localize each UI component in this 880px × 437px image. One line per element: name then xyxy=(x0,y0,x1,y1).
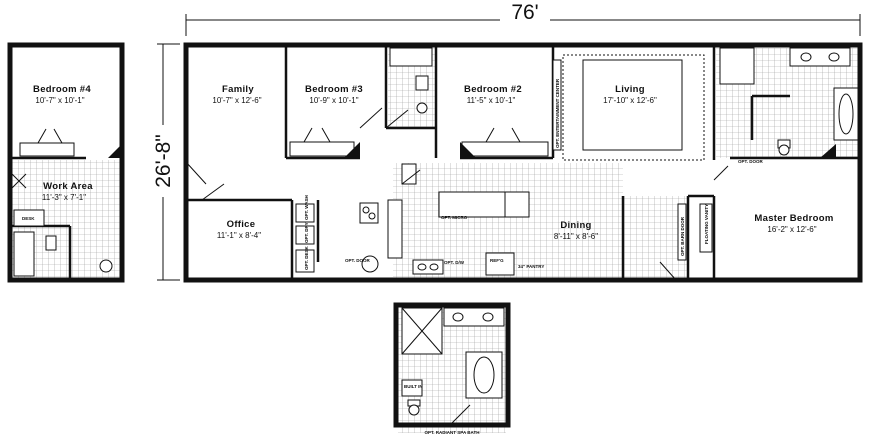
room-size-bedroom2: 11'-5" x 10'-1" xyxy=(467,96,516,105)
room-name-living: Living xyxy=(615,84,645,95)
room-size-office: 11'-1" x 8'-4" xyxy=(217,231,261,240)
room-name-bedroom3: Bedroom #3 xyxy=(305,84,363,95)
room-name-work-area: Work Area xyxy=(43,181,93,192)
depth-dimension: 26'-8" xyxy=(152,43,180,281)
room-name-bedroom4: Bedroom #4 xyxy=(33,84,91,95)
depth-label: 26'-8" xyxy=(152,134,175,188)
master-bath-fixtures xyxy=(719,47,859,158)
label-opt-wash: OPT. WASH xyxy=(304,195,309,220)
label-opt-barn-door: OPT. BARN DOOR xyxy=(680,216,685,256)
label-opt-door-master: OPT. DOOR xyxy=(738,159,764,164)
room-size-living: 17'-10" x 12'-6" xyxy=(603,96,657,105)
room-name-family: Family xyxy=(222,84,254,95)
label-opt-entertainment: OPT. ENTERTAINMENT CENTER xyxy=(555,78,560,148)
label-opt-spa-bath: OPT. RADIANT SPA BATH xyxy=(425,430,480,435)
laundry-fixtures xyxy=(295,203,315,273)
spa-bath-inset xyxy=(393,302,511,428)
closets xyxy=(108,127,549,158)
label-built-in: BUILT IN xyxy=(404,384,423,389)
width-label: 76' xyxy=(511,1,538,24)
label-pantry: 34" PANTRY xyxy=(518,264,544,269)
width-dimension: 76' xyxy=(185,1,861,36)
room-name-master: Master Bedroom xyxy=(754,213,833,224)
hall-bath-fixtures xyxy=(389,47,433,114)
label-opt-dry: OPT. DRY xyxy=(304,222,309,243)
label-opt-micro: OPT. MICRO xyxy=(441,215,468,220)
room-size-bedroom3: 10'-9" x 10'-1" xyxy=(309,96,358,105)
label-opt-door-hall: OPT. DOOR xyxy=(345,258,371,263)
room-size-work-area: 11'-3" x 7'-1" xyxy=(42,193,86,202)
kitchen xyxy=(359,163,530,276)
room-name-office: Office xyxy=(227,219,256,230)
label-opt-desk: OPT. DESK xyxy=(304,245,309,270)
label-desk: DESK xyxy=(22,216,35,221)
barn-door-area xyxy=(677,203,713,261)
label-floating-vanity: FLOATING VANITY xyxy=(704,204,709,244)
room-size-dining: 8'-11" x 8'-6" xyxy=(554,232,598,241)
label-opt-dw: OPT. D/W xyxy=(444,260,465,265)
doors xyxy=(185,107,729,281)
room-size-family: 10'-7" x 12'-6" xyxy=(212,96,261,105)
room-name-dining: Dining xyxy=(560,220,591,231)
label-refg: REF'G xyxy=(490,258,504,263)
room-size-bedroom4: 10'-7" x 10'-1" xyxy=(35,96,84,105)
left-wing xyxy=(7,42,125,283)
room-size-master: 16'-2" x 12'-6" xyxy=(767,225,816,234)
living-area xyxy=(552,54,705,161)
room-name-bedroom2: Bedroom #2 xyxy=(464,84,522,95)
